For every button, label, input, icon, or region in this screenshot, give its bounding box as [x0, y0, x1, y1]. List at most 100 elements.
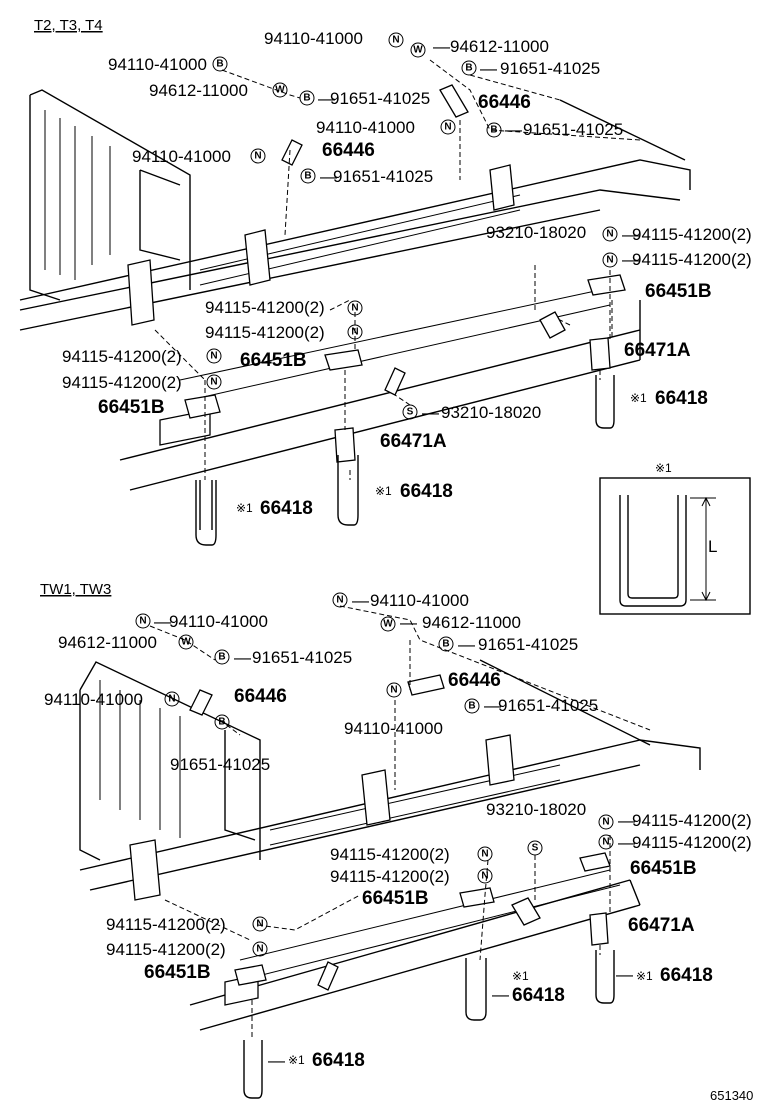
svg-text:W: W — [275, 85, 285, 96]
svg-text:N: N — [606, 255, 613, 266]
section-title-upper: T2, T3, T4 — [34, 17, 103, 34]
svg-text:66418: 66418 — [660, 965, 713, 986]
callout-l6: B —91651-41025 — [214, 648, 352, 667]
svg-text:B: B — [490, 125, 497, 136]
svg-text:66446: 66446 — [234, 686, 287, 707]
svg-text:S: S — [407, 407, 414, 418]
svg-text:S: S — [532, 843, 539, 854]
svg-text:66446: 66446 — [448, 670, 501, 691]
callout-l7: 66446 — [448, 670, 501, 691]
svg-text:—: — — [622, 250, 639, 269]
svg-text:W: W — [383, 619, 393, 630]
callout-u17: 94115-41200(2) N — [205, 298, 363, 317]
callout-u8: 94110-41000 N — [316, 118, 456, 137]
svg-text:94115-41200(2): 94115-41200(2) — [205, 298, 325, 317]
callout-l11: 94110-41000 — [344, 719, 443, 738]
upper-callouts: 94110-41000 N W —94612-11000 B —91651-41… — [62, 29, 752, 519]
svg-text:N: N — [481, 849, 488, 860]
svg-text:—: — — [268, 1051, 285, 1070]
svg-text:66471A: 66471A — [380, 431, 447, 452]
callout-l22: 66471A — [628, 915, 695, 936]
svg-text:94115-41200(2): 94115-41200(2) — [106, 940, 226, 959]
svg-text:N: N — [481, 871, 488, 882]
svg-text:N: N — [256, 919, 263, 930]
svg-text:94115-41200(2): 94115-41200(2) — [62, 347, 182, 366]
lower-callouts: N —94110-41000 N —94110-41000 W —94612-1… — [44, 591, 752, 1071]
svg-text:94612-11000: 94612-11000 — [58, 633, 157, 652]
svg-text:—: — — [234, 648, 251, 667]
callout-u16: 66451B — [645, 281, 712, 302]
svg-text:B: B — [218, 717, 225, 728]
callout-l17: 94115-41200(2) N — [330, 867, 493, 886]
svg-text:N: N — [606, 229, 613, 240]
svg-text:B: B — [468, 701, 475, 712]
svg-text:94110-41000: 94110-41000 — [44, 690, 143, 709]
callout-l2: N —94110-41000 — [332, 591, 469, 610]
svg-text:—: — — [318, 89, 335, 108]
dimension-l: L — [708, 537, 717, 556]
svg-text:91651-41025: 91651-41025 — [330, 89, 430, 108]
callout-u21: 66451B — [240, 350, 307, 371]
svg-text:—: — — [352, 591, 369, 610]
callout-u18: 94115-41200(2) N — [205, 323, 363, 342]
svg-text:66451B: 66451B — [645, 281, 712, 302]
svg-text:66451B: 66451B — [144, 962, 211, 983]
figure-number: 651340 — [710, 1088, 753, 1103]
svg-text:—: — — [400, 613, 417, 632]
callout-u24: 66451B — [98, 397, 165, 418]
svg-text:—: — — [422, 403, 439, 422]
callout-l14: N —94115-41200(2) — [598, 811, 752, 830]
svg-text:N: N — [210, 377, 217, 388]
svg-text:※1: ※1 — [512, 969, 529, 983]
callout-u14: —94115-41200(2) — [622, 225, 752, 244]
svg-text:—: — — [505, 120, 522, 139]
callout-u20: 94115-41200(2) N — [62, 347, 222, 366]
svg-text:B: B — [216, 59, 223, 70]
callout-l9: 66446 — [234, 686, 287, 707]
callout-l25: —※1 66418 — [616, 965, 713, 986]
callout-l3: W —94612-11000 — [380, 613, 521, 632]
svg-text:91651-41025: 91651-41025 — [333, 167, 433, 186]
svg-text:—: — — [492, 985, 509, 1004]
u-bolt-detail-inset: ※1 L — [599, 461, 751, 615]
svg-text:66446: 66446 — [478, 92, 531, 113]
callout-u12: B —91651-41025 — [300, 167, 433, 186]
svg-text:94115-41200(2): 94115-41200(2) — [632, 225, 752, 244]
svg-text:B: B — [304, 171, 311, 182]
svg-text:N: N — [256, 944, 263, 955]
svg-text:—: — — [618, 833, 635, 852]
svg-text:94110-41000: 94110-41000 — [132, 147, 231, 166]
svg-text:93210-18020: 93210-18020 — [486, 800, 586, 819]
svg-text:94110-41000: 94110-41000 — [169, 612, 268, 631]
callout-l15: N —94115-41200(2) — [598, 833, 752, 852]
svg-text:94110-41000: 94110-41000 — [108, 55, 207, 74]
callout-l4: 94612-11000 W — [58, 633, 194, 652]
svg-text:94115-41200(2): 94115-41200(2) — [330, 845, 450, 864]
upper-u-bolts — [195, 375, 615, 546]
svg-text:—: — — [484, 696, 501, 715]
svg-text:94110-41000: 94110-41000 — [264, 29, 363, 48]
svg-text:B: B — [465, 63, 472, 74]
svg-text:N: N — [336, 595, 343, 606]
lower-brackets — [129, 674, 611, 991]
svg-text:94110-41000: 94110-41000 — [370, 591, 469, 610]
callout-u26: 66471A — [380, 431, 447, 452]
svg-text:94115-41200(2): 94115-41200(2) — [106, 915, 226, 934]
svg-text:94115-41200(2): 94115-41200(2) — [632, 811, 752, 830]
svg-text:66418: 66418 — [260, 498, 313, 519]
callout-l20: 94115-41200(2) N — [106, 915, 268, 934]
svg-text:N: N — [390, 685, 397, 696]
svg-text:93210-18020: 93210-18020 — [441, 403, 541, 422]
svg-text:—: — — [320, 167, 337, 186]
callout-u1: 94110-41000 N — [264, 29, 404, 48]
svg-text:N: N — [254, 151, 261, 162]
lower-cab-drawing — [79, 659, 701, 1031]
callout-u7: 66446 — [478, 92, 531, 113]
svg-text:—: — — [618, 811, 635, 830]
svg-text:66418: 66418 — [312, 1050, 365, 1071]
svg-text:66451B: 66451B — [240, 350, 307, 371]
svg-text:N: N — [351, 327, 358, 338]
callout-l18: 66451B — [630, 858, 697, 879]
upper-brackets — [127, 84, 626, 463]
